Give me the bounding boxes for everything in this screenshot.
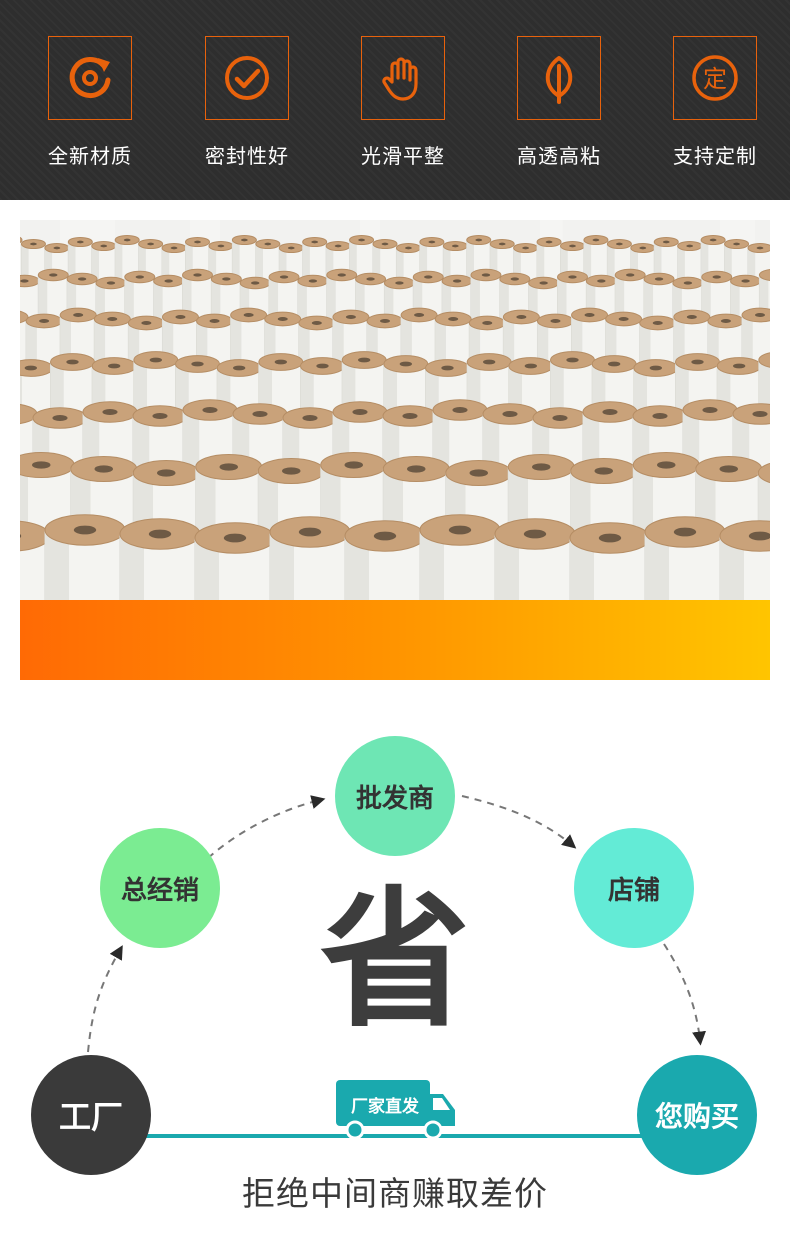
arrow-wholesaler-to-shop: [461, 795, 577, 849]
feature-label: 密封性好: [205, 144, 289, 168]
feature-label: 支持定制: [673, 144, 757, 168]
feature-smooth: 光滑平整: [333, 36, 473, 176]
node-you-buy: 您购买: [637, 1055, 757, 1175]
arrow-shop-to-buyer: [663, 943, 706, 1046]
save-char: 省: [320, 872, 471, 1048]
orange-band: [20, 600, 770, 680]
node-general-distributor: 总经销: [100, 828, 220, 948]
truck-icon: [336, 1080, 455, 1140]
arrow-distributor-to-wholesaler: [207, 795, 326, 859]
node-factory: 工厂: [31, 1055, 151, 1175]
feature-custom: 定 支持定制: [645, 36, 785, 176]
node-shop: 店铺: [574, 828, 694, 948]
feature-sealing: 密封性好: [177, 36, 317, 176]
hand-icon: [361, 36, 445, 120]
seal-glyph: 定: [703, 65, 727, 93]
truck-label: 厂家直发: [351, 1097, 419, 1117]
warehouse-photo: [20, 220, 770, 600]
leaf-icon: [517, 36, 601, 120]
arrow-factory-to-distributor: [87, 945, 123, 1053]
feature-label: 光滑平整: [361, 144, 445, 168]
feature-new-material: 全新材质: [20, 36, 160, 176]
check-circle-icon: [205, 36, 289, 120]
node-wholesaler: 批发商: [335, 736, 455, 856]
slogan: 拒绝中间商赚取差价: [242, 1174, 548, 1213]
feature-bar: 全新材质 密封性好 光滑平整 高透高粘: [0, 0, 790, 200]
feature-label: 高透高粘: [517, 144, 601, 168]
custom-seal-icon: 定: [673, 36, 757, 120]
feature-transparent: 高透高粘: [489, 36, 629, 176]
refresh-c-icon: [48, 36, 132, 120]
feature-label: 全新材质: [48, 144, 132, 168]
